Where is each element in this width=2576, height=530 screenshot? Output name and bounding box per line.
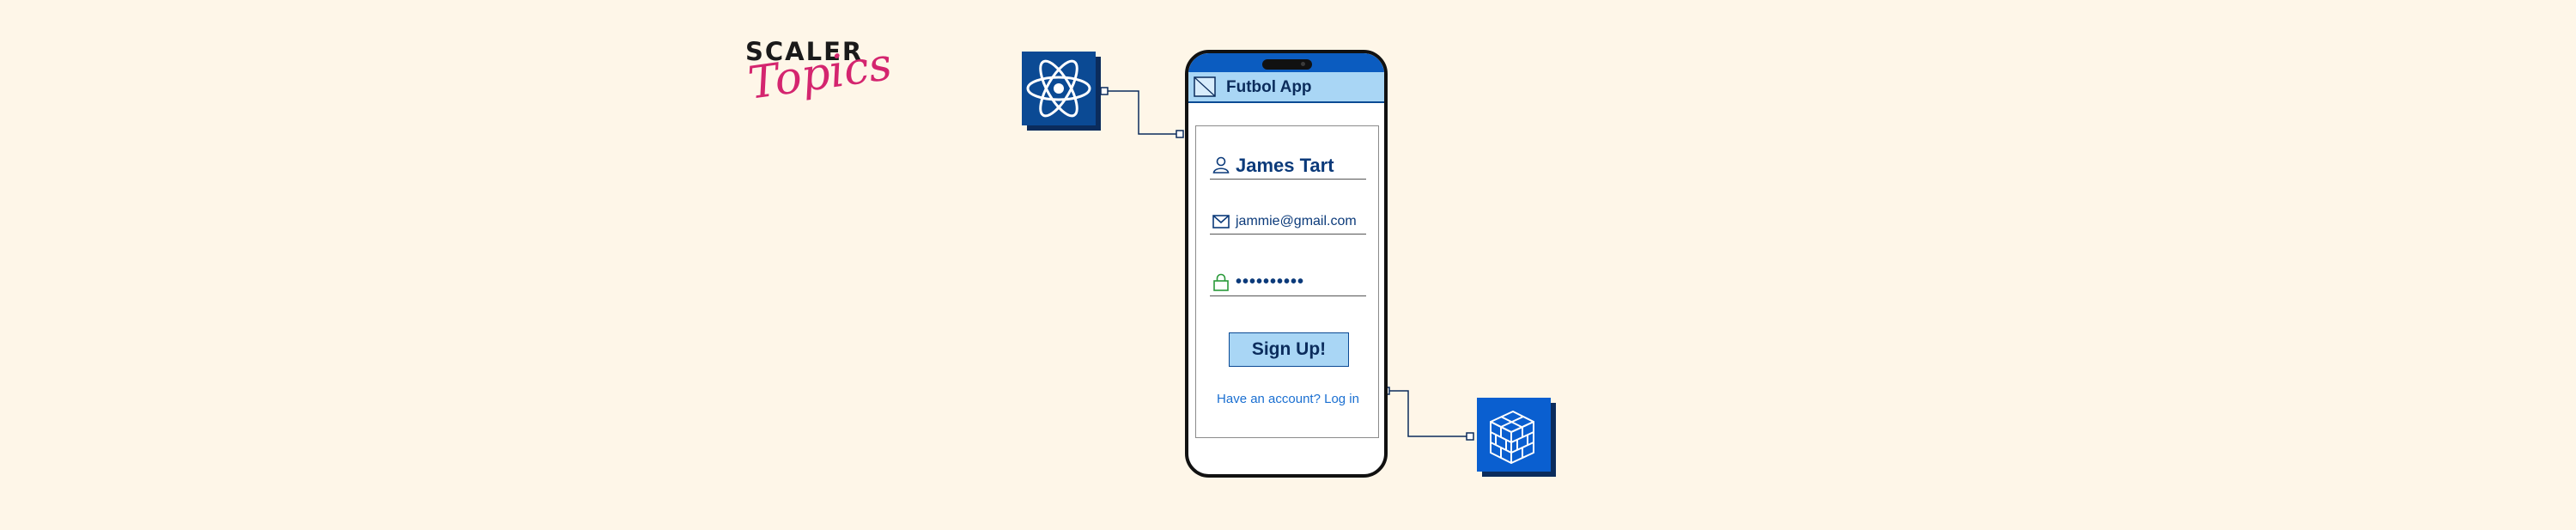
- user-icon: [1212, 156, 1230, 174]
- phone-mockup: Futbol App James Tart jammie@gmail.com: [1185, 50, 1388, 478]
- connector-endpoint: [1100, 87, 1109, 95]
- logo-scaler-text: SCALER: [745, 37, 864, 66]
- connector-endpoint: [1176, 130, 1184, 138]
- email-value: jammie@gmail.com: [1236, 214, 1357, 228]
- scaler-topics-logo: SCALER Topics: [745, 37, 895, 134]
- react-atom-icon: [1026, 59, 1091, 118]
- lock-icon: [1213, 273, 1229, 291]
- password-value: ••••••••••: [1236, 272, 1305, 291]
- react-to-phone-connector: [1106, 90, 1178, 135]
- backend-icon-box: [1477, 398, 1556, 477]
- envelope-icon: [1212, 215, 1230, 228]
- brick-wall-icon: [1490, 411, 1534, 464]
- signup-form: James Tart jammie@gmail.com •••••••••• S…: [1195, 125, 1379, 438]
- name-value: James Tart: [1236, 155, 1334, 176]
- email-field[interactable]: jammie@gmail.com: [1210, 207, 1366, 235]
- connector-endpoint: [1466, 432, 1474, 441]
- name-field[interactable]: James Tart: [1210, 150, 1366, 180]
- app-header: Futbol App: [1188, 72, 1384, 103]
- phone-to-firebase-connector: [1389, 390, 1467, 437]
- phone-notch: [1262, 59, 1312, 70]
- react-icon-box: [1022, 52, 1101, 131]
- signup-button[interactable]: Sign Up!: [1229, 332, 1349, 367]
- phone-status-bar: [1188, 53, 1384, 72]
- app-title: Futbol App: [1226, 78, 1312, 96]
- login-link[interactable]: Have an account? Log in: [1217, 392, 1359, 406]
- app-logo-placeholder-icon: [1194, 76, 1216, 97]
- password-field[interactable]: ••••••••••: [1210, 267, 1366, 296]
